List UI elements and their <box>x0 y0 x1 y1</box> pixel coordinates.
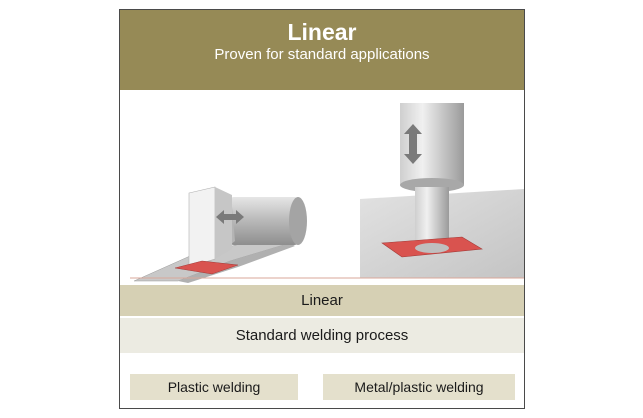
application-tag-plastic: Plastic welding <box>130 374 298 400</box>
linear-welding-card: Linear Proven for standard applications <box>119 9 525 409</box>
card-title: Linear <box>287 19 357 45</box>
card-header: Linear Proven for standard applications <box>120 10 524 90</box>
application-tag-metal-plastic: Metal/plastic welding <box>323 374 515 400</box>
vertical-welding-tool <box>130 103 524 279</box>
method-band: Linear <box>120 285 524 316</box>
card-subtitle: Proven for standard applications <box>214 46 430 63</box>
welding-illustration <box>130 103 524 283</box>
vertical-arrow-icon <box>404 124 422 164</box>
horizontal-welding-tool <box>133 186 307 283</box>
process-band: Standard welding process <box>120 318 524 353</box>
horizontal-arrow-icon <box>216 210 244 224</box>
